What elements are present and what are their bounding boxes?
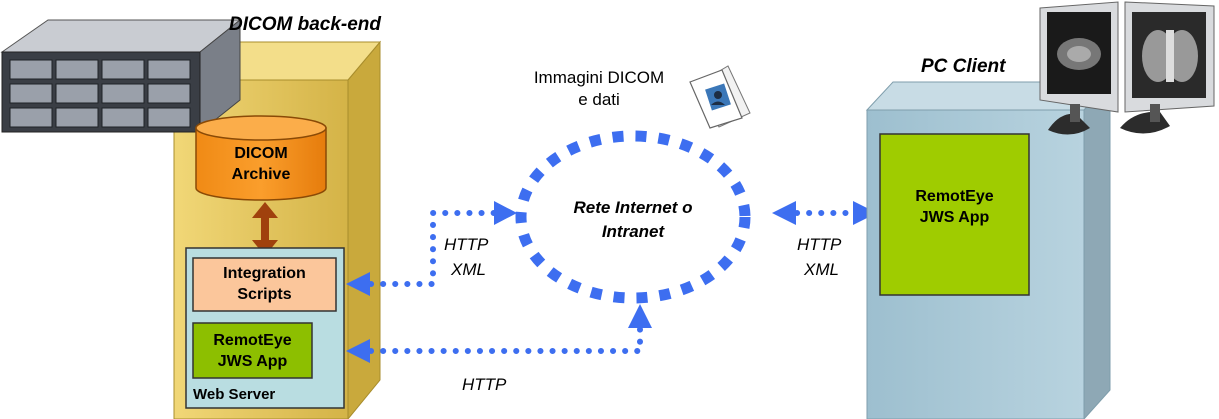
backend-app-label: RemotEye JWS App [193,330,312,372]
backend-title: DICOM back-end [229,14,382,35]
integration-label: Integration Scripts [193,263,336,305]
drive-bay [101,83,145,104]
left-link-protocol: HTTP [444,235,489,254]
dual-monitor-icon [1039,1,1215,135]
web-server-label: Web Server [193,386,276,403]
bottom-link-protocol: HTTP [462,375,507,394]
drive-bay [55,59,99,80]
images-data-label-line1: Immagini DICOM [533,68,665,87]
backend-app-label-line1: RemotEye [213,332,292,349]
drive-bay [55,83,99,104]
drive-bay [9,83,53,104]
drive-bay [101,107,145,128]
client-app-label-line1: RemotEye [915,188,994,205]
link-right [772,201,877,225]
client-app-label: RemotEye JWS App [880,186,1029,228]
network-label-line1: Rete Internet o [573,198,693,217]
link-left-lower [346,304,652,363]
network-label: Rete Internet o Intranet [553,196,713,244]
integration-label-line1: Integration [223,265,306,282]
images-data-label-line2: e dati [578,90,620,109]
image-file-icon [689,65,751,129]
right-link-protocol: HTTP [797,235,842,254]
client-app-box [879,133,1030,296]
link-left-upper [346,201,517,296]
archive-label-line2: Archive [231,166,291,183]
client-app-label-line2: JWS App [919,209,990,226]
network-ring [515,130,751,304]
images-data-label: Immagini DICOM e dati [509,67,689,111]
client-title: PC Client [921,56,1006,77]
backend-app-box [192,322,313,379]
dicom-archive-cylinder [195,115,327,201]
archive-label-line1: DICOM [234,145,288,162]
server-rack-icon [0,18,242,134]
left-link-format: XML [451,260,486,279]
backend-app-label-line2: JWS App [217,353,288,370]
drive-bay [147,83,191,104]
drive-bay [147,107,191,128]
integration-label-line2: Scripts [237,286,292,303]
drive-bay [9,107,53,128]
network-label-line2: Intranet [601,222,665,241]
archive-label: DICOM Archive [196,143,326,185]
drive-bay [147,59,191,80]
drive-bay [55,107,99,128]
integration-scripts-box [192,257,337,312]
right-link-format: XML [804,260,839,279]
drive-bay [9,59,53,80]
drive-bay [101,59,145,80]
